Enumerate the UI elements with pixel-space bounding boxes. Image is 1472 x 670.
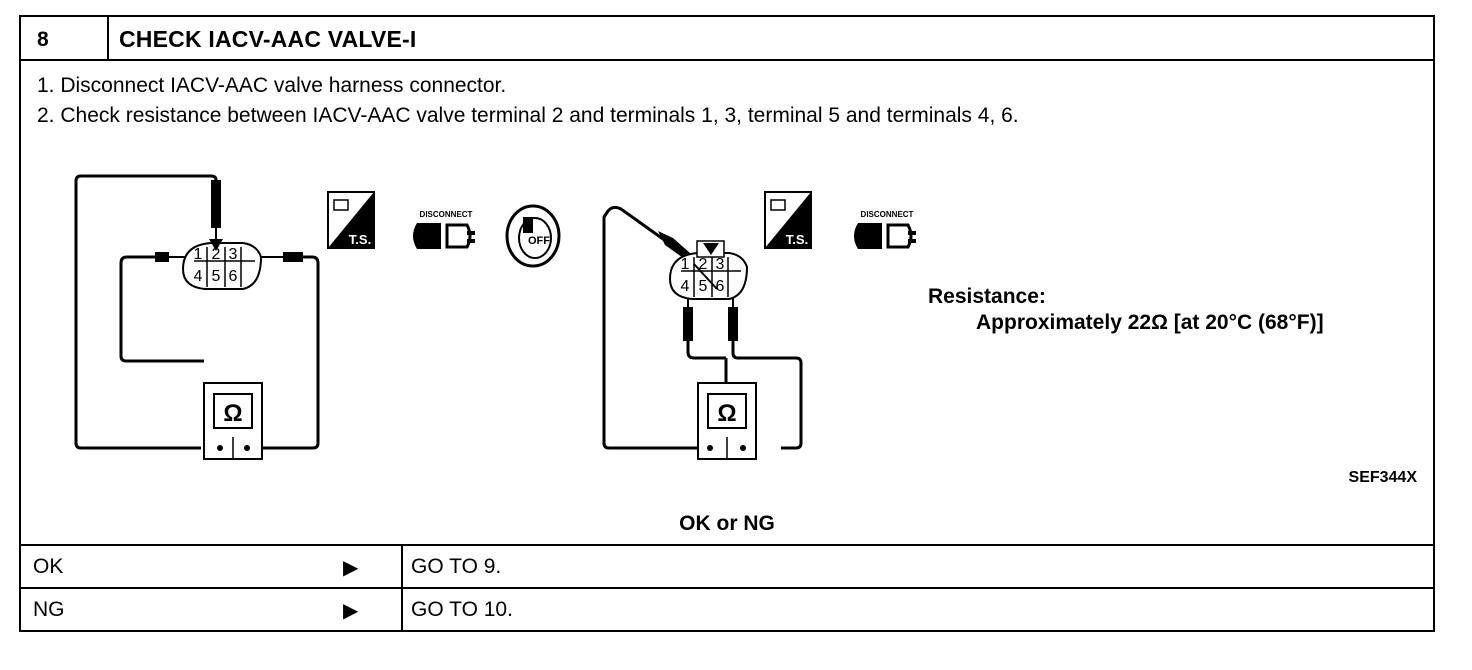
result-action: GO TO 9.: [411, 555, 502, 578]
right-outer-wire: [602, 205, 726, 450]
svg-text:4: 4: [681, 278, 690, 295]
arrow-right-icon: ▶: [343, 557, 359, 579]
ok-or-ng-question: OK or NG: [679, 512, 775, 535]
row-divider: [401, 546, 403, 587]
disconnect-icon: DISCONNECT: [413, 210, 475, 249]
left-connector: 1 2 3 4 5 6: [181, 239, 263, 290]
header-divider: [107, 17, 109, 59]
svg-text:6: 6: [716, 278, 725, 295]
left-terminal-5: 5: [212, 268, 221, 285]
resistance-label: Resistance:: [928, 285, 1046, 308]
result-action: GO TO 10.: [411, 598, 513, 621]
step-title: CHECK IACV-AAC VALVE-I: [119, 26, 417, 52]
left-side-probe-1: [155, 252, 169, 262]
result-row-ng: NG ▶ GO TO 10.: [21, 587, 1433, 630]
step-header: 8 CHECK IACV-AAC VALVE-I: [21, 17, 1433, 61]
left-ohmmeter-icon: Ω: [203, 382, 263, 460]
ts-icon-right: T.S.: [764, 191, 812, 249]
instruction-line-2: 2. Check resistance between IACV-AAC val…: [37, 104, 1019, 127]
resistance-check-diagram: 1 2 3 4 5 6 Ω T.S. D: [74, 174, 916, 460]
svg-text:Ω: Ω: [223, 400, 242, 427]
right-bottom-probe-1: [683, 307, 693, 341]
svg-text:DISCONNECT: DISCONNECT: [420, 210, 473, 219]
check-procedure-panel: 8 CHECK IACV-AAC VALVE-I 1. Disconnect I…: [19, 15, 1435, 632]
left-side-probe-2: [283, 252, 303, 262]
left-top-probe: [211, 180, 221, 228]
right-ohmmeter-icon: Ω: [697, 382, 757, 460]
ignition-key-off-icon: OFF: [505, 204, 561, 268]
row-divider: [401, 589, 403, 630]
result-label: OK: [33, 555, 64, 578]
left-terminal-4: 4: [194, 268, 203, 285]
right-bottom-probe-2: [728, 307, 738, 341]
left-inner-wire: [119, 255, 204, 363]
left-terminal-1: 1: [194, 246, 203, 263]
disconnect-icon-right: DISCONNECT: [854, 210, 916, 249]
left-circuit: 1 2 3 4 5 6 Ω: [74, 174, 320, 460]
svg-text:T.S.: T.S.: [786, 232, 808, 247]
svg-text:5: 5: [699, 278, 708, 295]
left-terminal-3: 3: [229, 246, 238, 263]
figure-reference: SEF344X: [1348, 469, 1417, 486]
svg-text:T.S.: T.S.: [349, 232, 371, 247]
result-row-ok: OK ▶ GO TO 9.: [21, 544, 1433, 587]
step-number: 8: [37, 28, 49, 51]
left-right-wire: [263, 255, 320, 450]
left-outer-wire: [74, 174, 218, 450]
left-terminal-2: 2: [212, 246, 221, 263]
instruction-line-1: 1. Disconnect IACV-AAC valve harness con…: [37, 74, 507, 97]
svg-text:OFF: OFF: [528, 235, 550, 247]
svg-text:3: 3: [716, 256, 725, 273]
left-terminal-6: 6: [229, 268, 238, 285]
svg-text:1: 1: [681, 256, 690, 273]
right-connector: 1 2 3 4 5 6: [668, 240, 749, 300]
right-circuit: 1 2 3 4 5 6 Ω: [602, 205, 803, 460]
result-label: NG: [33, 598, 65, 621]
svg-text:2: 2: [699, 256, 708, 273]
ts-icon: T.S.: [327, 191, 375, 249]
resistance-value: Approximately 22Ω [at 20°C (68°F)]: [976, 311, 1324, 334]
arrow-right-icon: ▶: [343, 600, 359, 622]
right-inner-wire-2: [731, 327, 803, 450]
svg-text:DISCONNECT: DISCONNECT: [861, 210, 914, 219]
svg-text:Ω: Ω: [717, 400, 736, 427]
